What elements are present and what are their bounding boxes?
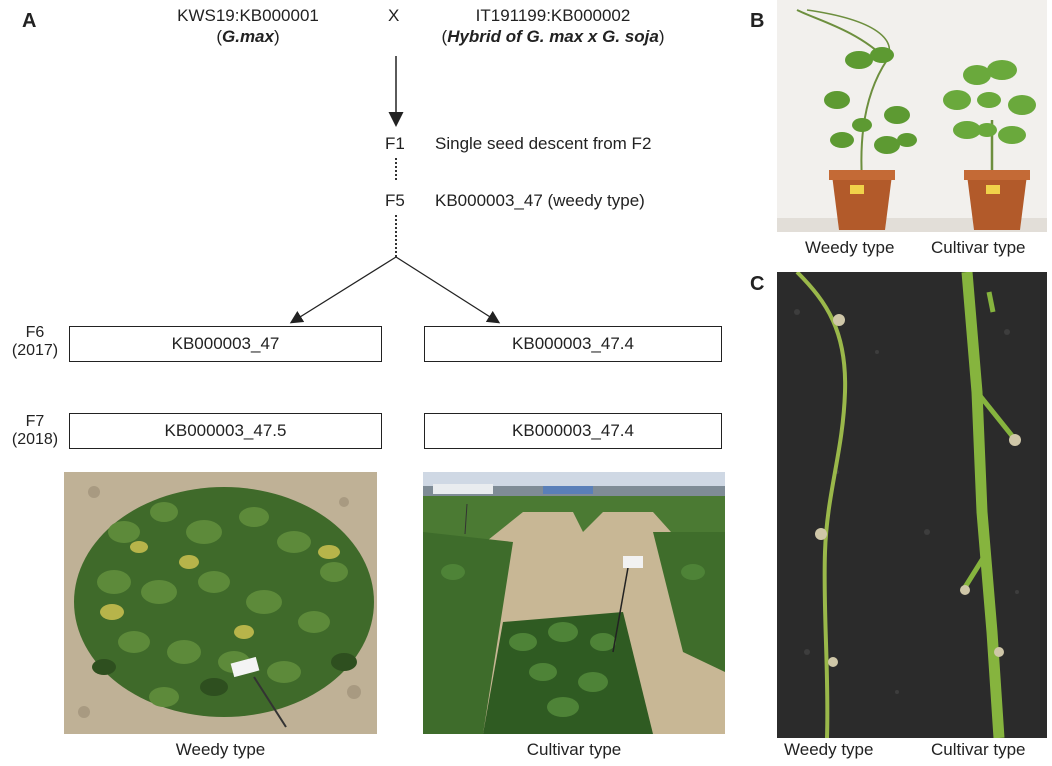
f6-left-line-box: KB000003_47 xyxy=(69,326,382,362)
f5-gen-label: F5 xyxy=(385,191,405,210)
parent2-id: IT191199:KB000002 xyxy=(475,6,631,25)
stem-cultivar-caption: Cultivar type xyxy=(931,740,1026,759)
panel-c-letter: C xyxy=(750,273,765,295)
branch-left-arrow xyxy=(289,256,397,324)
f7-left-line-box: KB000003_47.5 xyxy=(69,413,382,449)
f1-description: Single seed descent from F2 xyxy=(435,134,652,153)
panel-a-letter: A xyxy=(22,10,37,32)
parent1-species: (G.max) xyxy=(216,27,280,46)
f5-branch-dotted-line xyxy=(395,215,397,257)
parent1-id: KWS19:KB000001 xyxy=(177,6,319,25)
weedy-field-caption: Weedy type xyxy=(175,740,266,759)
f7-right-line-box: KB000003_47.4 xyxy=(424,413,722,449)
potted-cultivar-caption: Cultivar type xyxy=(931,238,1026,257)
f6-gen-label: F6(2017) xyxy=(11,324,59,359)
f5-description: KB000003_47 (weedy type) xyxy=(435,191,645,210)
panel-b-letter: B xyxy=(750,10,765,32)
cross-symbol: X xyxy=(388,6,400,25)
f1-gen-label: F1 xyxy=(385,134,405,153)
branch-right-arrow xyxy=(395,256,501,324)
f7-gen-label: F7(2018) xyxy=(11,413,59,448)
f1-f5-dotted-line xyxy=(395,158,397,180)
weedy-field-photo xyxy=(64,472,377,734)
stem-weedy-caption: Weedy type xyxy=(784,740,874,759)
parent2-species: (Hybrid of G. max x G. soja) xyxy=(441,27,665,46)
cultivar-field-caption: Cultivar type xyxy=(526,740,622,759)
potted-weedy-caption: Weedy type xyxy=(805,238,895,257)
cultivar-field-photo xyxy=(423,472,725,734)
f6-right-line-box: KB000003_47.4 xyxy=(424,326,722,362)
potted-plants-photo xyxy=(777,0,1047,232)
stem-comparison-photo xyxy=(777,272,1047,738)
